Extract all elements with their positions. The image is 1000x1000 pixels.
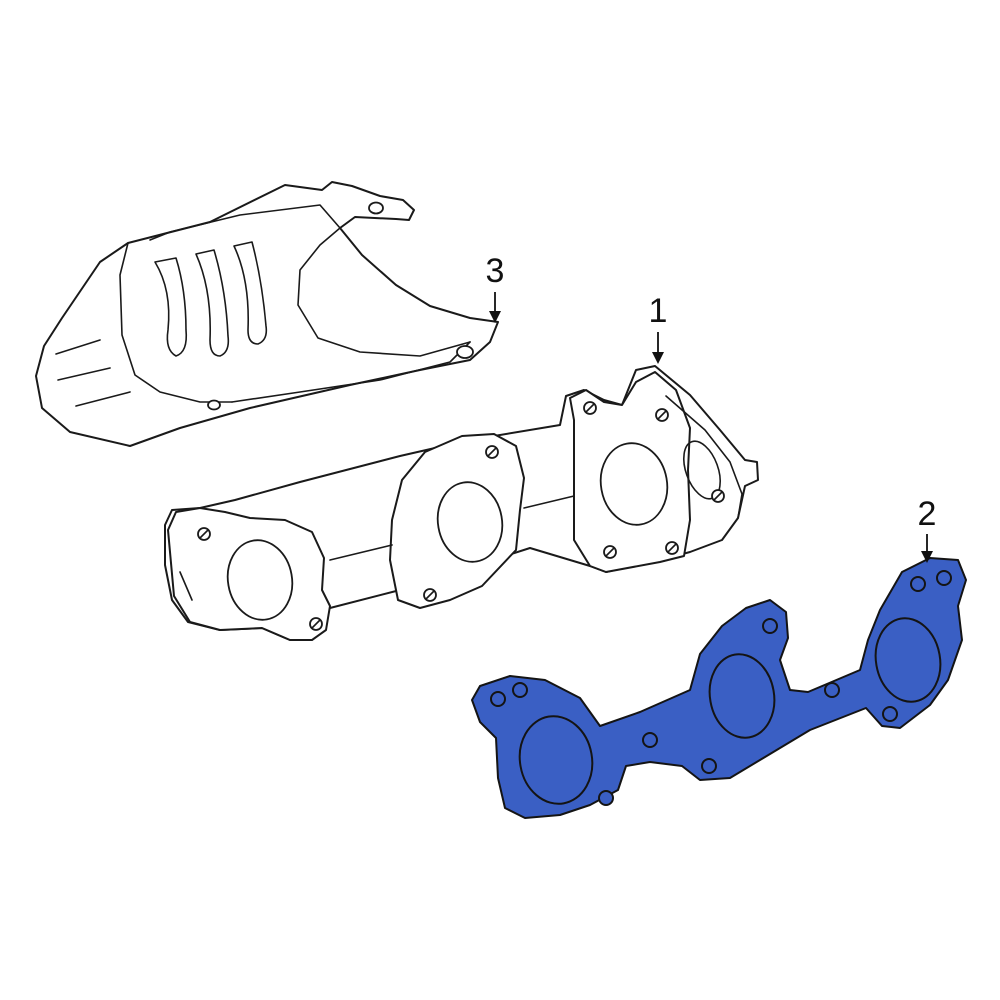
manifold-bolt bbox=[655, 408, 669, 422]
heat-shield-outline bbox=[35, 181, 499, 447]
manifold-bolt bbox=[665, 541, 679, 555]
gasket-bolt-hole bbox=[762, 618, 778, 634]
heat-shield-crease bbox=[55, 339, 131, 407]
manifold-runner-line bbox=[179, 495, 575, 601]
callout-2-label: 2 bbox=[918, 495, 937, 533]
gasket-bolt-hole bbox=[824, 682, 840, 698]
heat-shield-mount-hole bbox=[456, 345, 474, 359]
callout-2[interactable]: 2 bbox=[918, 495, 937, 563]
heat-shield-skirt bbox=[119, 242, 233, 403]
gasket-bolt-hole bbox=[490, 691, 506, 707]
heat-shield-rib bbox=[233, 241, 268, 345]
heat-shield-lower-edge bbox=[231, 341, 471, 403]
gasket-bolt-hole bbox=[598, 790, 614, 806]
manifold-bolt bbox=[583, 401, 597, 415]
heat-shield-mount-hole bbox=[207, 399, 221, 411]
callout-3-arrowhead bbox=[489, 311, 501, 323]
gasket-port-right bbox=[874, 617, 942, 703]
callout-2-arrowhead bbox=[921, 551, 933, 563]
exhaust-manifold-gasket[interactable] bbox=[471, 557, 967, 819]
gasket-port-left bbox=[518, 715, 594, 805]
heat-shield-rib bbox=[195, 249, 230, 357]
manifold-bolt bbox=[197, 527, 211, 541]
gasket-bolt-hole bbox=[701, 758, 717, 774]
manifold-bolt bbox=[711, 489, 725, 503]
callout-1-label: 1 bbox=[649, 292, 668, 330]
callout-3-label: 3 bbox=[486, 252, 505, 290]
heat-shield-rib bbox=[154, 257, 188, 357]
gasket-bolt-hole bbox=[936, 570, 952, 586]
manifold-outlet-edge bbox=[665, 395, 743, 519]
manifold-port-left bbox=[226, 539, 294, 621]
manifold-bolt bbox=[423, 588, 437, 602]
manifold-bolt bbox=[485, 445, 499, 459]
manifold-bolt bbox=[309, 617, 323, 631]
exhaust-manifold[interactable] bbox=[164, 365, 759, 641]
gasket-bolt-hole bbox=[910, 576, 926, 592]
callout-1-arrowhead bbox=[652, 352, 664, 364]
callout-1[interactable]: 1 bbox=[649, 292, 668, 364]
manifold-port-middle bbox=[436, 481, 504, 563]
manifold-port-right bbox=[599, 442, 669, 526]
gasket-port-middle bbox=[708, 653, 776, 739]
gasket-bolt-hole bbox=[512, 682, 528, 698]
manifold-bolt bbox=[603, 545, 617, 559]
gasket-bolt-hole bbox=[642, 732, 658, 748]
heat-shield-fold bbox=[297, 227, 471, 357]
heat-shield-mount-hole bbox=[368, 201, 384, 215]
heat-shield-rim bbox=[149, 204, 341, 241]
callout-3[interactable]: 3 bbox=[486, 252, 505, 323]
gasket-bolt-hole bbox=[882, 706, 898, 722]
heat-shield[interactable] bbox=[35, 181, 499, 447]
